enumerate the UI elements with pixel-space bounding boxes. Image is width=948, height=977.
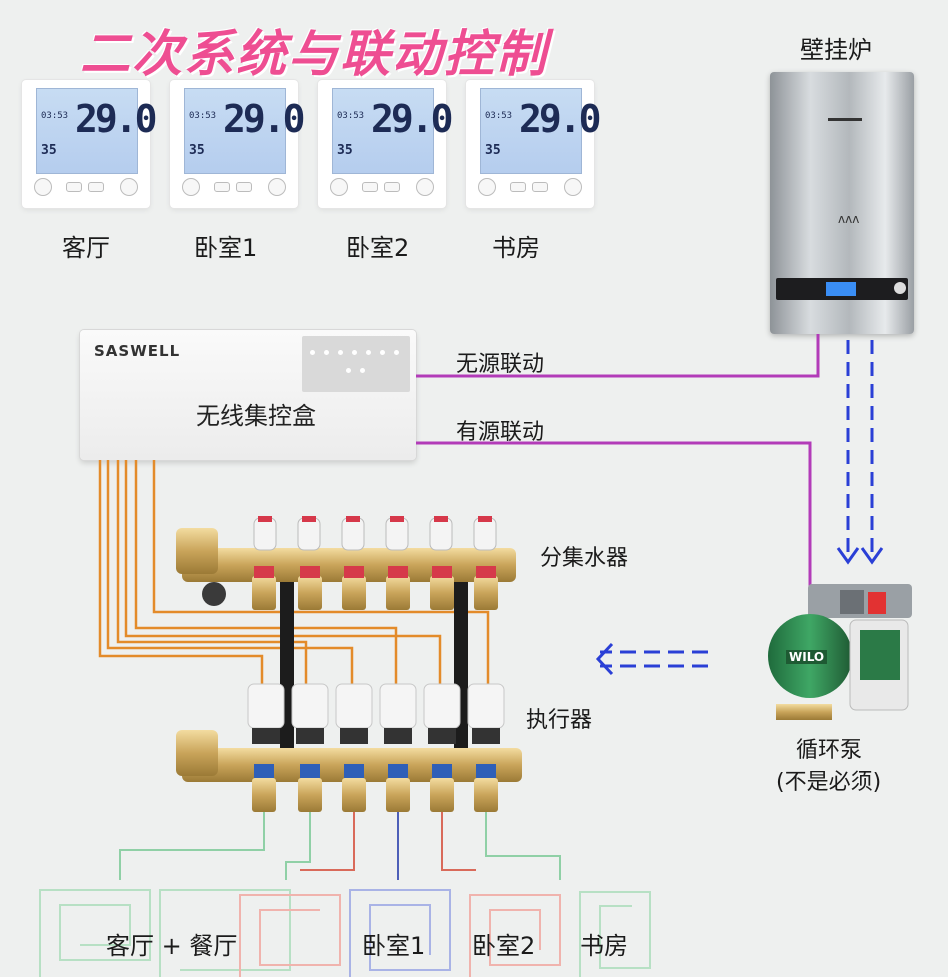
- thermostat-humidity: 35: [337, 143, 353, 158]
- thermostat-label-study: 书房: [492, 234, 540, 262]
- thermostat-temp: 29.0: [371, 97, 453, 141]
- thermostat-temp: 29.0: [223, 97, 305, 141]
- pump-label: 循环泵: [796, 738, 863, 763]
- actuator-signal-wires: [98, 460, 490, 690]
- passive-link-label: 无源联动: [456, 352, 545, 377]
- wall-boiler: ʌʌʌ: [770, 72, 914, 334]
- boiler-knob[interactable]: [894, 282, 906, 294]
- upper-manifold: [176, 516, 516, 610]
- thermostat-label-living-room: 客厅: [62, 234, 110, 262]
- thermostat-time: 03:53: [189, 111, 217, 121]
- control-box-brand: SASWELL: [94, 342, 181, 360]
- boiler-flow-arrows: [836, 340, 884, 565]
- active-link-wire: [416, 441, 812, 590]
- pump-to-manifold-arrows: [595, 642, 708, 676]
- thermostat-bedroom-2: 03:53 29.0 35: [318, 80, 453, 208]
- flame-icon: ʌʌʌ: [838, 212, 860, 226]
- active-link-label: 有源联动: [456, 420, 545, 445]
- boiler-control-panel: [776, 278, 908, 300]
- control-box-led-panel: [302, 336, 410, 392]
- thermostat-label-bedroom-1: 卧室1: [194, 234, 258, 262]
- thermostat-humidity: 35: [41, 143, 57, 158]
- diagram-title: 二次系统与联动控制: [80, 25, 548, 83]
- thermostat-bedroom-1: 03:53 29.0 35: [170, 80, 305, 208]
- thermostat-buttons[interactable]: [330, 178, 434, 196]
- zone-label-bedroom-2: 卧室2: [472, 932, 536, 960]
- boiler-display: [826, 282, 856, 296]
- thermostat-screen: 03:53 29.0 35: [184, 88, 305, 174]
- zone-label-bedroom-1: 卧室1: [362, 932, 426, 960]
- actuator-label: 执行器: [526, 708, 593, 733]
- thermostat-time: 03:53: [337, 111, 365, 121]
- thermostat-buttons[interactable]: [478, 178, 582, 196]
- passive-link-wire: [416, 334, 820, 378]
- zone-label-living-dining: 客厅 + 餐厅: [106, 932, 238, 960]
- thermostat-study: 03:53 29.0 35: [466, 80, 601, 208]
- thermostat-screen: 03:53 29.0 35: [332, 88, 453, 174]
- thermostat-temp: 29.0: [75, 97, 157, 141]
- manifold-label: 分集水器: [540, 546, 629, 571]
- thermostat-screen: 03:53 29.0 35: [480, 88, 601, 174]
- boiler-label: 壁挂炉: [800, 36, 872, 64]
- supply-riser-pipe: [280, 575, 294, 755]
- lower-manifold: [176, 730, 522, 812]
- thermostat-humidity: 35: [189, 143, 205, 158]
- control-box-name: 无线集控盒: [196, 402, 316, 430]
- thermostat-screen: 03:53 29.0 35: [36, 88, 157, 174]
- pump-brand: WILO: [786, 650, 828, 664]
- thermostat-time: 03:53: [485, 111, 513, 121]
- boiler-logo-bar: [828, 118, 862, 121]
- actuators: [247, 683, 505, 729]
- pump-note: (不是必须): [776, 770, 882, 795]
- thermostat-buttons[interactable]: [34, 178, 138, 196]
- zone-label-study: 书房: [580, 932, 628, 960]
- thermostat-humidity: 35: [485, 143, 501, 158]
- thermostat-temp: 29.0: [519, 97, 601, 141]
- thermostat-buttons[interactable]: [182, 178, 286, 196]
- floor-heating-loops: [39, 889, 651, 977]
- thermostat-living-room: 03:53 29.0 35: [22, 80, 157, 208]
- floor-loop-pipes: [119, 812, 561, 880]
- thermostat-time: 03:53: [41, 111, 69, 121]
- wireless-control-box: SASWELL 无线集控盒: [80, 330, 416, 460]
- thermostat-label-bedroom-2: 卧室2: [346, 234, 410, 262]
